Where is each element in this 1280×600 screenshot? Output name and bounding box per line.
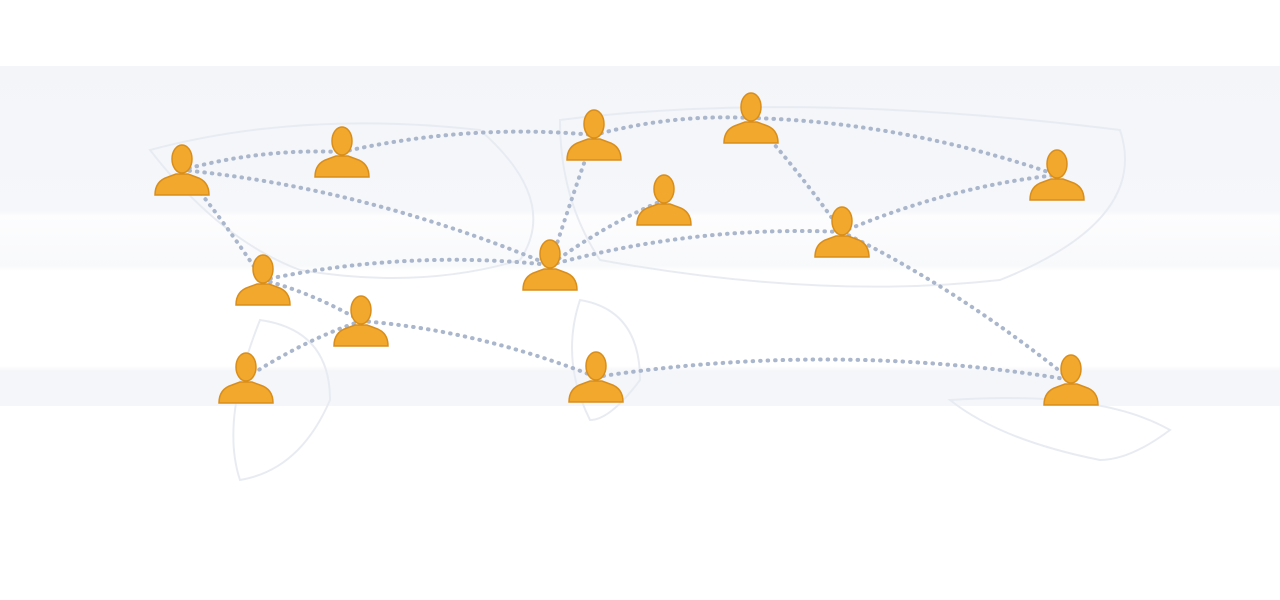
connection-line	[244, 319, 363, 380]
person-icon	[1029, 149, 1085, 201]
connection-line	[261, 278, 363, 323]
person-icon	[636, 174, 692, 226]
connection-line	[180, 149, 344, 172]
person-icon	[814, 206, 870, 258]
connection-line	[548, 198, 666, 267]
person-icon	[522, 239, 578, 291]
connection-line	[261, 257, 552, 282]
connection-line	[340, 129, 596, 154]
connection-line	[749, 116, 1059, 177]
connection-line	[359, 319, 598, 379]
person-icon	[235, 254, 291, 306]
person-icon	[314, 126, 370, 178]
connection-line	[840, 230, 1073, 382]
person-icon	[568, 351, 624, 403]
connection-line	[180, 168, 552, 267]
person-icon	[723, 92, 779, 144]
connection-line	[840, 173, 1059, 234]
connection-line	[594, 357, 1073, 382]
person-icon	[1043, 354, 1099, 406]
connection-line	[548, 229, 844, 267]
world-map-background	[0, 66, 1280, 406]
person-icon	[218, 352, 274, 404]
world-map-outline	[148, 106, 1172, 482]
person-icon	[333, 295, 389, 347]
person-icon	[154, 144, 210, 196]
person-icon	[566, 109, 622, 161]
